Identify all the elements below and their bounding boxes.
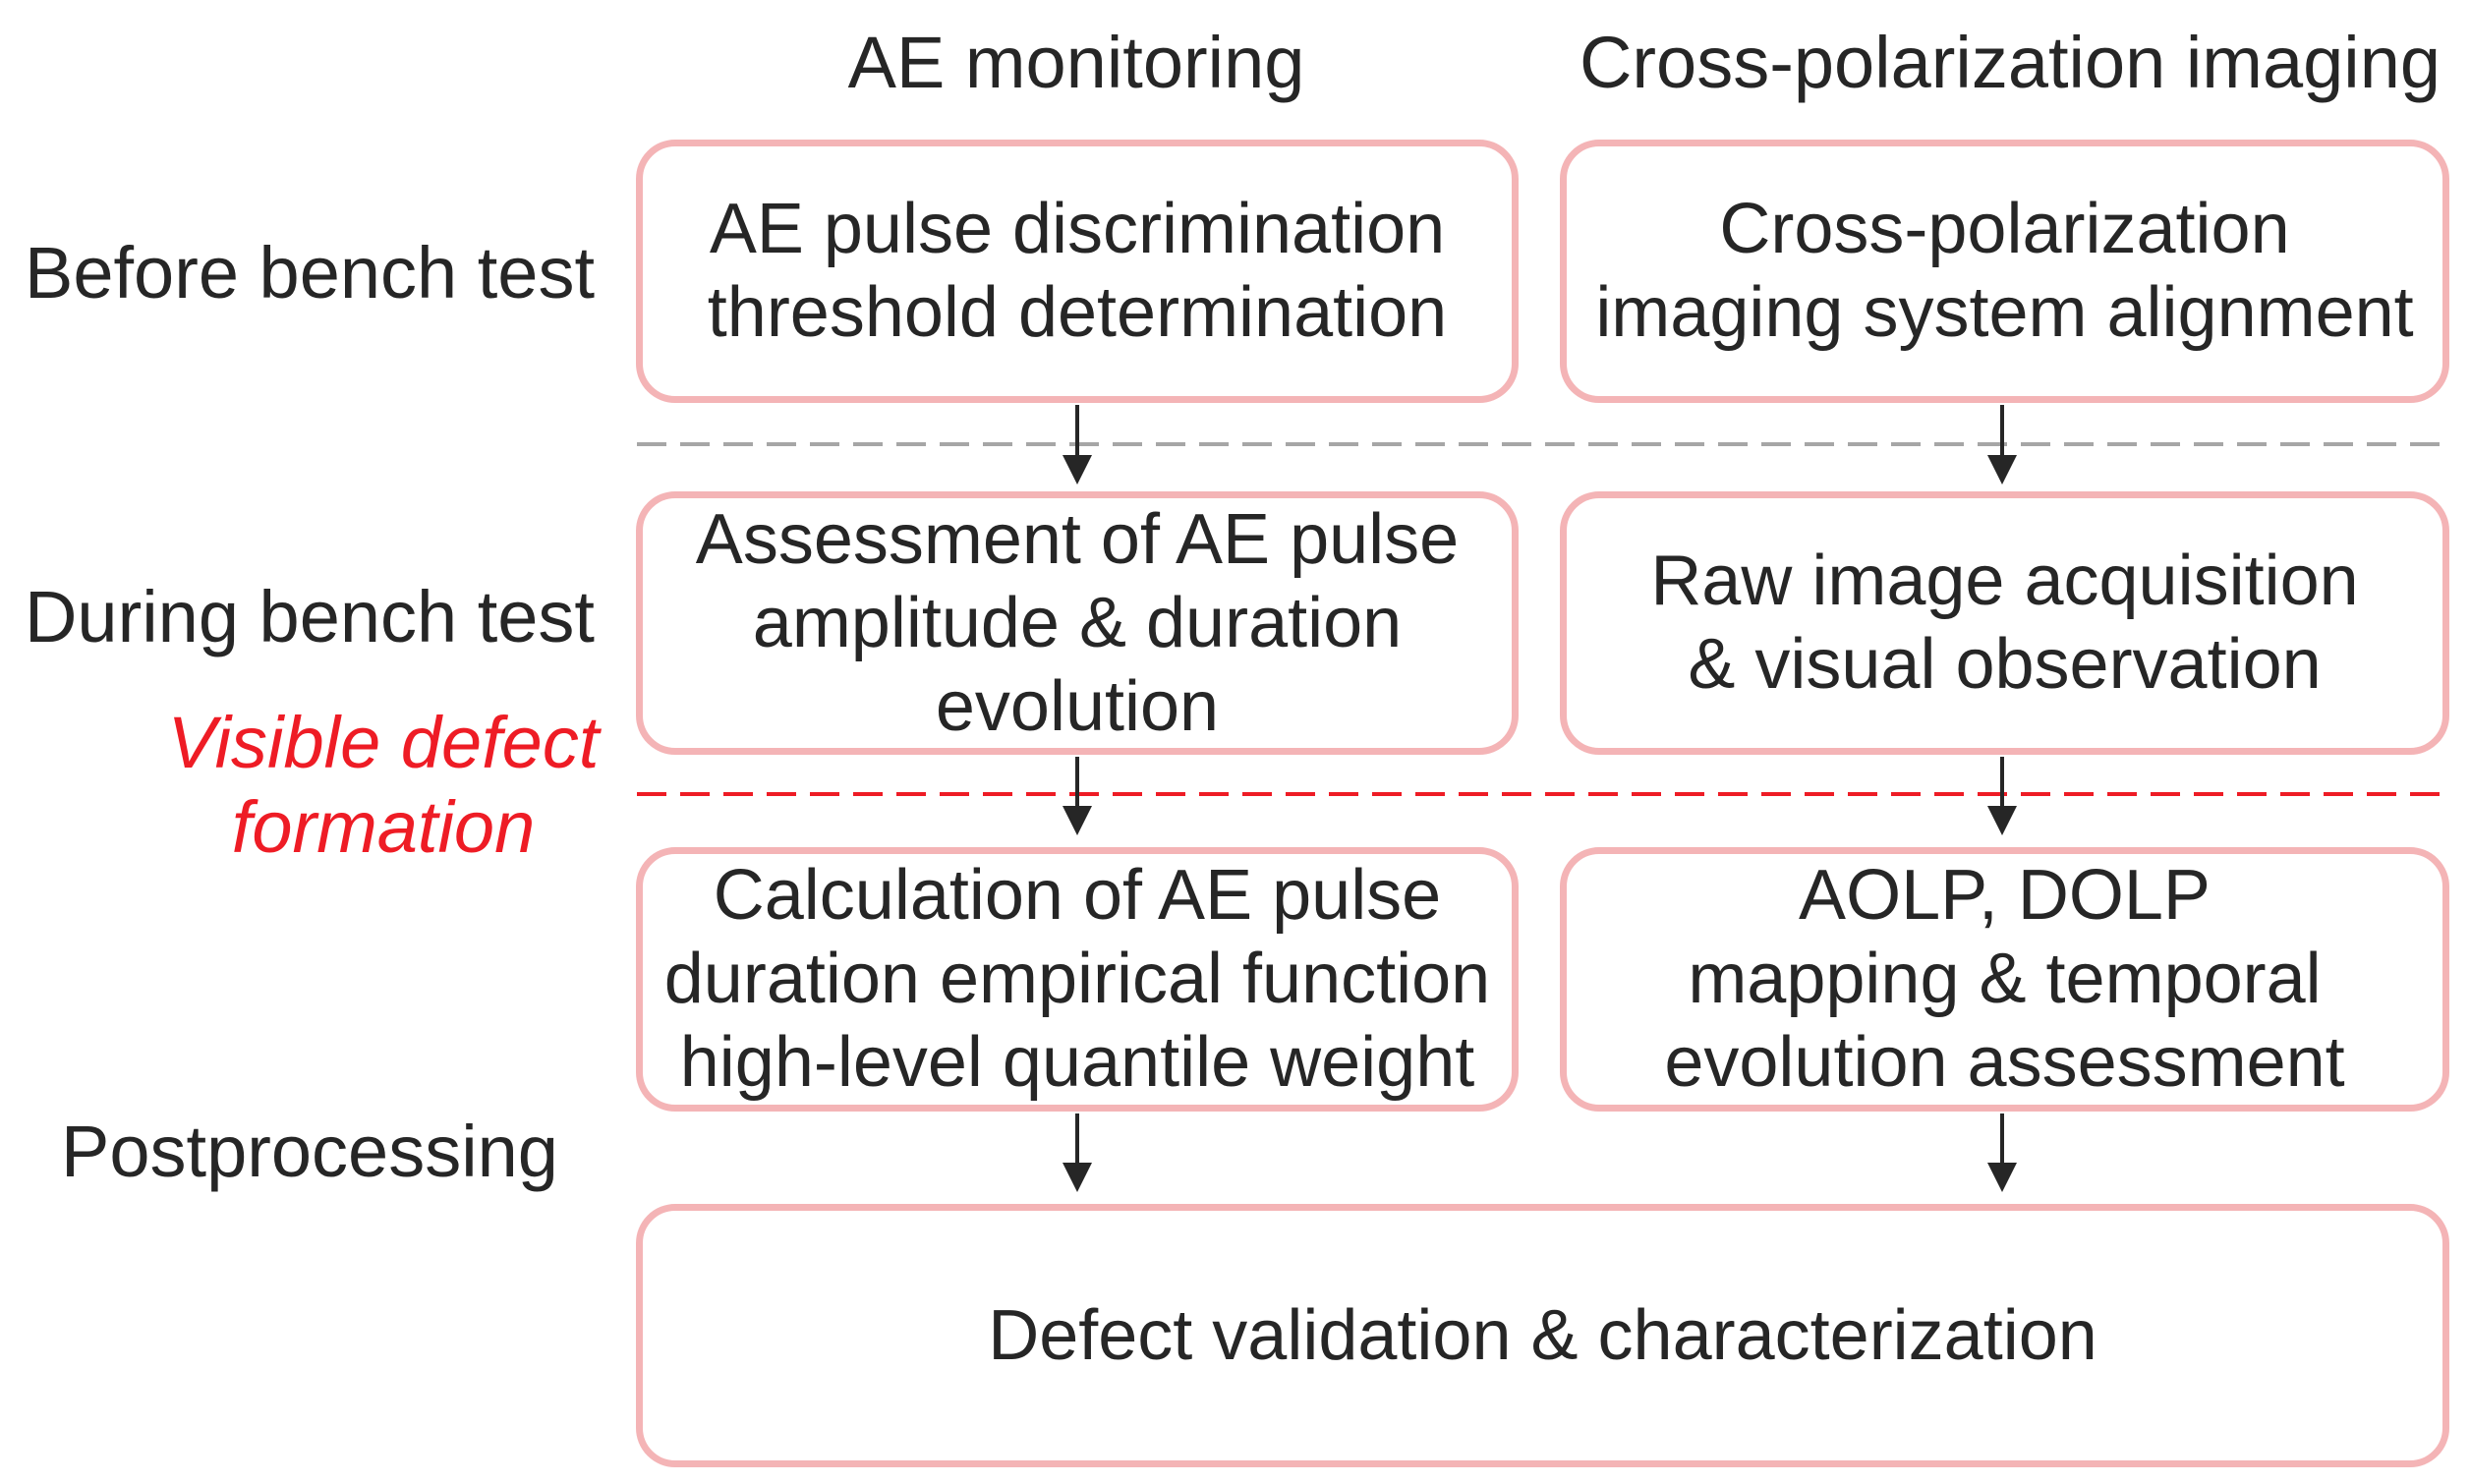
arrow-cp-during-to-post xyxy=(1987,757,2017,835)
box-text-line: Cross-polarization xyxy=(1719,190,2290,268)
box-cp-aolp-dolp-mapping: AOLP, DOLP mapping & temporal evolution … xyxy=(1560,847,2449,1112)
box-text-line: evolution xyxy=(935,666,1220,746)
box-ae-amplitude-duration-assessment: Assessment of AE pulse amplitude & durat… xyxy=(636,491,1519,755)
box-cp-raw-image-acquisition: Raw image acquisition & visual observati… xyxy=(1560,491,2449,755)
box-ae-threshold-determination: AE pulse discrimination threshold determ… xyxy=(636,140,1519,403)
box-text-line: Defect validation & characterization xyxy=(988,1295,2097,1375)
box-text-line: & visual observation xyxy=(1688,625,2322,704)
box-text-line: Raw image acquisition xyxy=(1650,542,2359,620)
arrow-cp-post-to-final xyxy=(1987,1113,2017,1192)
box-text-line: high-level quantile weight xyxy=(679,1023,1475,1102)
arrow-ae-post-to-final xyxy=(1063,1113,1092,1192)
box-defect-validation-characterization: Defect validation & characterization xyxy=(636,1204,2449,1467)
box-text-line: evolution assessment xyxy=(1664,1023,2345,1102)
arrow-ae-during-to-post xyxy=(1063,757,1092,835)
box-ae-quantile-weight-calculation: Calculation of AE pulse duration empiric… xyxy=(636,847,1519,1112)
arrow-ae-before-to-during xyxy=(1063,405,1092,485)
box-text-line: AE pulse discrimination xyxy=(709,190,1446,268)
box-text-line: duration empirical function xyxy=(663,940,1491,1018)
box-text-line: threshold determination xyxy=(707,273,1448,352)
event-label-line-1: Visible defect xyxy=(167,702,600,783)
box-text-line: imaging system alignment xyxy=(1595,273,2414,352)
arrow-cp-before-to-during xyxy=(1987,405,2017,485)
box-text-line: Assessment of AE pulse xyxy=(695,499,1460,579)
event-label-visible-defect-formation: Visible defect formation xyxy=(138,701,629,870)
row-label-during-bench-test: During bench test xyxy=(24,575,595,657)
box-cp-system-alignment: Cross-polarization imaging system alignm… xyxy=(1560,140,2449,403)
column-header-ae-monitoring: AE monitoring xyxy=(847,21,1305,103)
box-text-line: mapping & temporal xyxy=(1688,940,2322,1018)
box-text-line: Calculation of AE pulse xyxy=(713,856,1442,935)
box-text-line: amplitude & duration xyxy=(752,583,1403,662)
event-label-line-2: formation xyxy=(231,786,536,868)
box-text-line: AOLP, DOLP xyxy=(1799,856,2211,935)
row-label-postprocessing: Postprocessing xyxy=(61,1110,558,1192)
row-label-before-bench-test: Before bench test xyxy=(24,231,596,314)
column-header-cross-polarization-imaging: Cross-polarization imaging xyxy=(1579,21,2441,103)
